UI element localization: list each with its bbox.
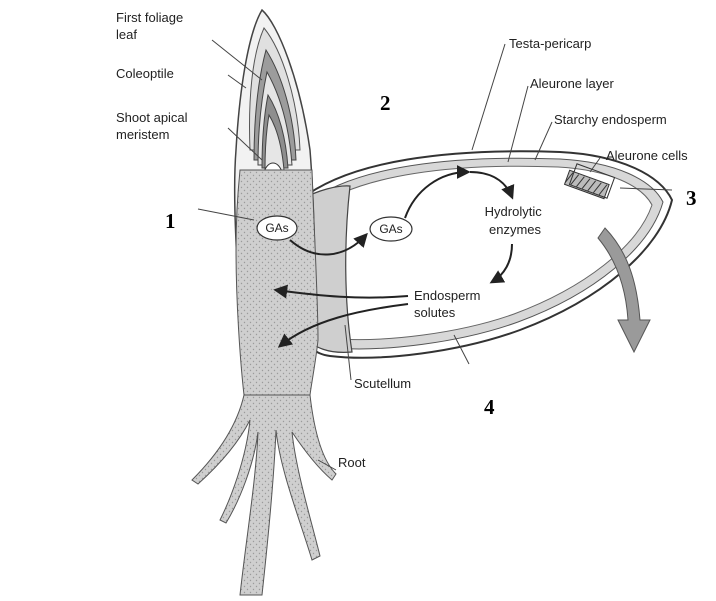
root-system [192, 395, 336, 595]
label-first-foliage-leaf: First foliage leaf [116, 10, 187, 42]
gas-scutellum-label: GAs [379, 222, 402, 236]
label-starchy-endosperm: Starchy endosperm [554, 112, 667, 127]
embryo-axis [236, 170, 318, 395]
label-shoot-apical-meristem: Shoot apical meristem [116, 110, 191, 142]
marker-3: 3 [686, 186, 697, 210]
label-coleoptile: Coleoptile [116, 66, 174, 81]
gas-embryo-label: GAs [265, 221, 288, 235]
label-aleurone-cells: Aleurone cells [606, 148, 688, 163]
label-aleurone-layer: Aleurone layer [530, 76, 614, 91]
label-scutellum: Scutellum [354, 376, 411, 391]
gas-embryo: GAs [257, 216, 297, 240]
label-root: Root [338, 455, 366, 470]
marker-1: 1 [165, 209, 176, 233]
seedling [192, 10, 336, 595]
gas-scutellum: GAs [370, 217, 412, 241]
marker-2: 2 [380, 91, 391, 115]
marker-4: 4 [484, 395, 495, 419]
label-testa-pericarp: Testa-pericarp [509, 36, 591, 51]
